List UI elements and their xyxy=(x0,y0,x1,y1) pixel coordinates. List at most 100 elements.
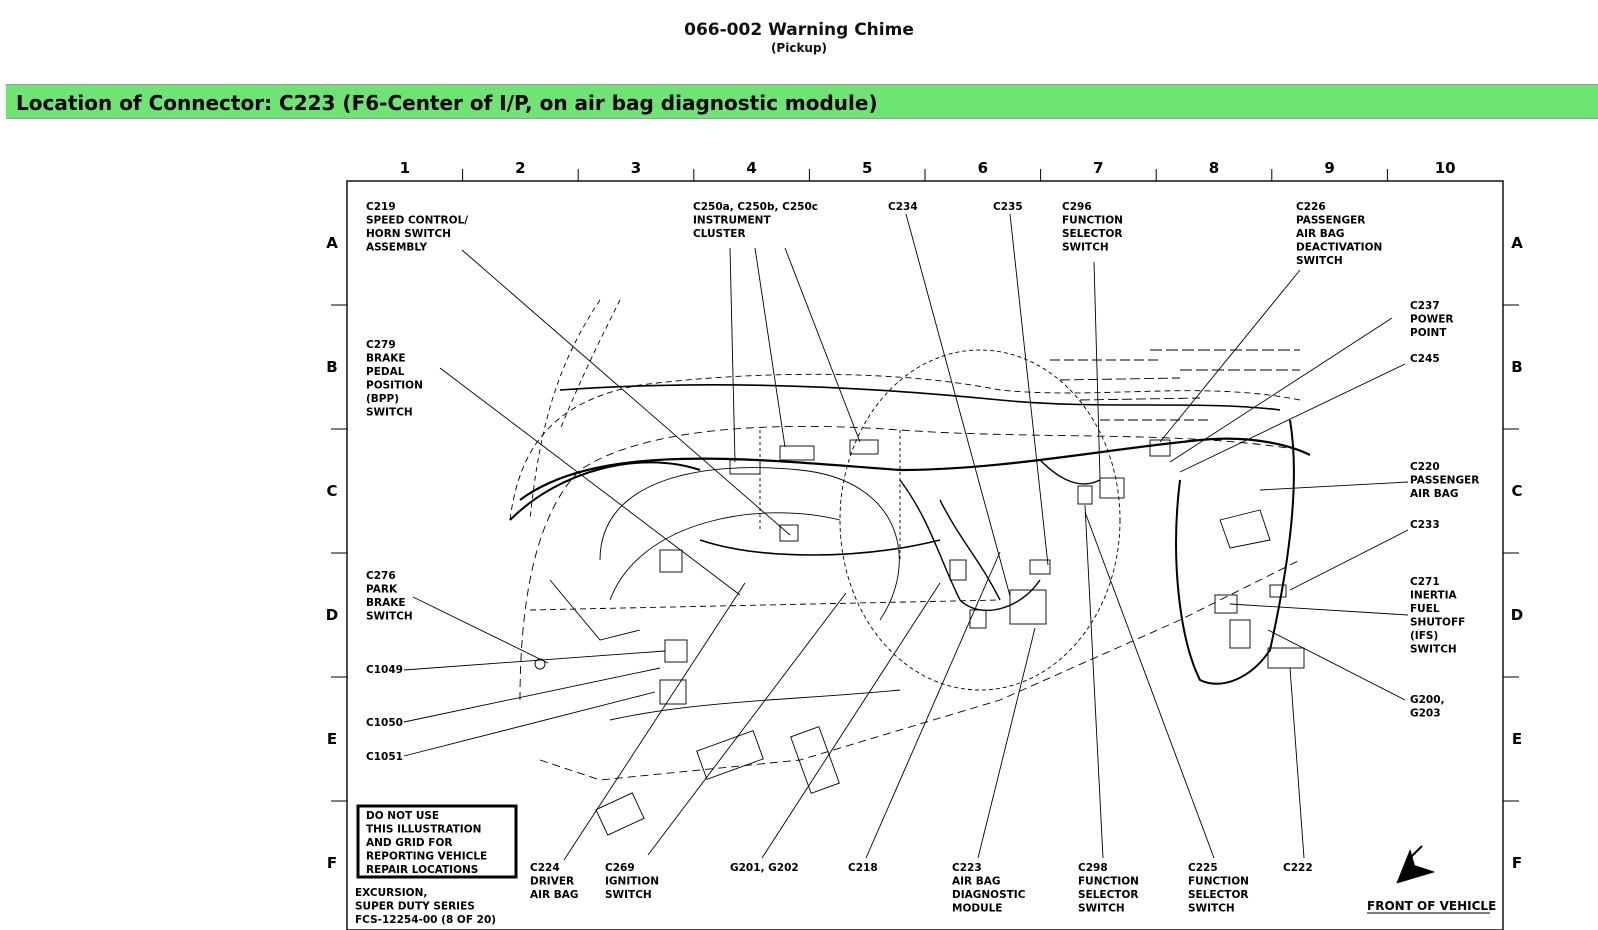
label-c222: C222 xyxy=(1283,862,1313,874)
label-line: C220 xyxy=(1410,461,1440,473)
label-line: C269 xyxy=(605,862,635,874)
label-line: SPEED CONTROL/ xyxy=(366,215,468,227)
grid-row-label: F xyxy=(327,854,337,872)
instrument-panel-sketch xyxy=(509,299,1311,836)
label-c233: C233 xyxy=(1410,519,1440,531)
label-line: C1050 xyxy=(366,717,403,729)
label-line: C1049 xyxy=(366,664,403,676)
label-line: SUPER DUTY SERIES xyxy=(355,901,475,913)
label-line: C245 xyxy=(1410,353,1440,365)
label-line: C279 xyxy=(366,339,396,351)
label-line: C298 xyxy=(1078,862,1108,874)
label-line: C233 xyxy=(1410,519,1440,531)
grid-row-label: A xyxy=(326,234,338,252)
notice-box xyxy=(356,804,518,879)
label-line: POWER xyxy=(1410,314,1453,326)
label-line: FUEL xyxy=(1410,603,1440,615)
label-line: SWITCH xyxy=(1188,903,1235,915)
label-line: SWITCH xyxy=(1062,242,1109,254)
grid-column-label: 10 xyxy=(1435,159,1456,177)
label-line: IGNITION xyxy=(605,876,659,888)
grid-column-label: 7 xyxy=(1093,159,1103,177)
label-line: THIS ILLUSTRATION xyxy=(366,824,481,836)
diagram-frame xyxy=(346,180,1504,930)
grid-row-label: E xyxy=(327,730,337,748)
grid-marks xyxy=(331,169,1519,802)
front-arrow-icon xyxy=(1396,845,1436,884)
page-subtitle: (Pickup) xyxy=(770,41,828,55)
label-line: BRAKE xyxy=(366,353,406,365)
label-line: SWITCH xyxy=(366,611,413,623)
grid-column-label: 9 xyxy=(1324,159,1334,177)
label-line: PASSENGER xyxy=(1296,215,1365,227)
label-line: AIR BAG xyxy=(1296,228,1345,240)
label-line: C235 xyxy=(993,201,1023,213)
label-c1049: C1049 xyxy=(366,664,403,676)
page-title: 066-002 Warning Chime xyxy=(684,20,914,40)
label-line: C223 xyxy=(952,862,982,874)
label-line: G200, xyxy=(1410,694,1445,706)
label-line: SWITCH xyxy=(1410,644,1457,656)
label-line: HORN SWITCH xyxy=(366,228,451,240)
label-line: SHUTOFF xyxy=(1410,617,1465,629)
label-c218: C218 xyxy=(848,862,878,874)
label-line: C1051 xyxy=(366,751,403,763)
label-line: C250a, C250b, C250c xyxy=(693,201,818,213)
label-line: SWITCH xyxy=(1078,903,1125,915)
label-line: C296 xyxy=(1062,201,1092,213)
label-line: C222 xyxy=(1283,862,1313,874)
label-line: DIAGNOSTIC xyxy=(952,889,1026,901)
label-line: SELECTOR xyxy=(1078,889,1138,901)
label-line: POSITION xyxy=(366,380,423,392)
label-line: INERTIA xyxy=(1410,590,1458,602)
grid-row-label: C xyxy=(1511,482,1522,500)
grid-row-label: D xyxy=(1511,606,1523,624)
label-g201: G201, G202 xyxy=(730,862,799,874)
label-line: REPAIR LOCATIONS xyxy=(366,864,478,876)
label-line: PEDAL xyxy=(366,366,405,378)
label-line: C234 xyxy=(888,201,918,213)
label-line: FUNCTION xyxy=(1078,876,1139,888)
label-line: ASSEMBLY xyxy=(366,242,427,254)
label-line: (BPP) xyxy=(366,393,399,405)
label-line: G201, G202 xyxy=(730,862,799,874)
label-c1050: C1050 xyxy=(366,717,403,729)
label-line: MODULE xyxy=(952,903,1002,915)
label-line: C237 xyxy=(1410,300,1440,312)
label-c235: C235 xyxy=(993,201,1023,213)
label-line: PARK xyxy=(366,584,398,596)
label-line: SWITCH xyxy=(1296,255,1343,267)
grid-column-label: 1 xyxy=(400,159,410,177)
label-line: BRAKE xyxy=(366,597,406,609)
grid-row-label: F xyxy=(1512,854,1522,872)
grid-row-label: B xyxy=(1511,358,1522,376)
grid-column-label: 5 xyxy=(862,159,872,177)
label-g200: G200,G203 xyxy=(1410,694,1445,720)
grid-row-label: C xyxy=(326,482,337,500)
label-line: AIR BAG xyxy=(952,876,1001,888)
label-line: C271 xyxy=(1410,576,1440,588)
grid-row-label: E xyxy=(1512,730,1522,748)
label-line: C219 xyxy=(366,201,396,213)
label-line: SWITCH xyxy=(605,889,652,901)
connector-location-text: Location of Connector: C223 (F6-Center o… xyxy=(16,91,878,115)
grid-row-label: B xyxy=(326,358,337,376)
label-line: CLUSTER xyxy=(693,228,746,240)
label-line: PASSENGER xyxy=(1410,475,1479,487)
label-line: C218 xyxy=(848,862,878,874)
label-line: SELECTOR xyxy=(1062,228,1122,240)
leader-lines xyxy=(403,213,1409,861)
